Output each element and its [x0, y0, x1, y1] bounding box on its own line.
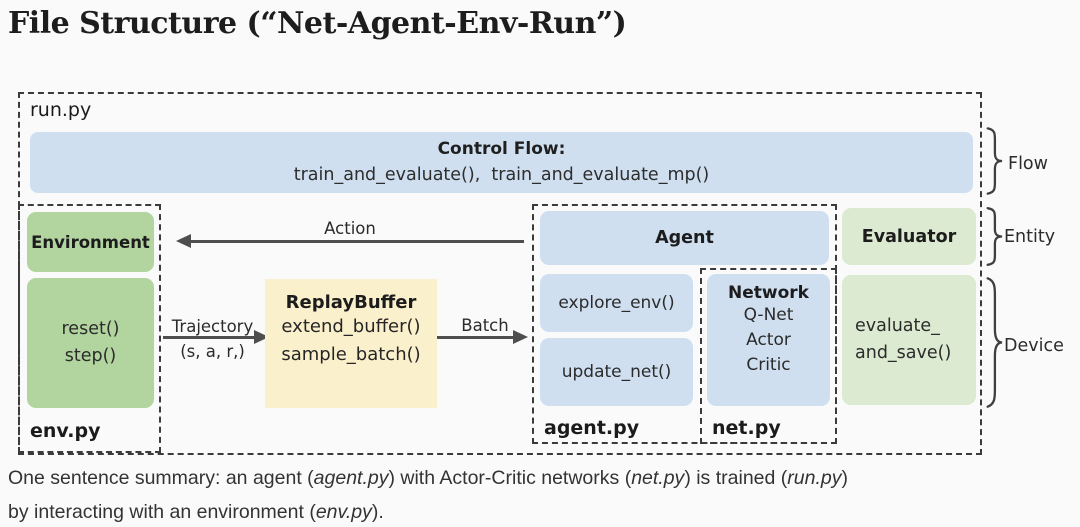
evaluator-method-box: evaluate_ and_save()	[842, 275, 976, 405]
run-module-label: run.py	[30, 99, 92, 121]
summary-seg: by interacting with an environment (	[8, 501, 316, 523]
action-arrow-line	[188, 240, 524, 243]
entity-brace-label: Entity	[1004, 227, 1056, 247]
flow-brace-label: Flow	[1008, 154, 1048, 174]
replay-buffer-title: ReplayBuffer	[285, 292, 417, 313]
env-method-step: step()	[64, 346, 117, 366]
replay-buffer-box: ReplayBuffer extend_buffer() sample_batc…	[265, 279, 437, 408]
environment-entity-box: Environment	[27, 212, 154, 272]
agent-method-update-box: update_net()	[540, 338, 693, 406]
page-title: File Structure (“Net-Agent-Env-Run”)	[8, 6, 627, 41]
control-flow-bar: Control Flow: train_and_evaluate(), trai…	[30, 132, 973, 193]
summary-seg: One sentence summary: an agent (	[8, 467, 314, 489]
replay-method-sample: sample_batch()	[281, 344, 421, 365]
control-flow-functions: train_and_evaluate(), train_and_evaluate…	[293, 165, 710, 186]
summary-seg: ).	[371, 501, 384, 523]
summary-line1: One sentence summary: an agent (agent.py…	[8, 461, 848, 495]
device-brace-label: Device	[1004, 336, 1064, 356]
action-arrow-head-icon	[176, 234, 191, 248]
agent-method-explore: explore_env()	[558, 292, 675, 313]
summary-seg: ) is trained (	[684, 467, 788, 489]
network-item-qnet: Q-Net	[743, 305, 794, 325]
flow-brace-icon	[985, 127, 1003, 195]
evaluator-entity-label: Evaluator	[861, 226, 957, 247]
network-entity-label: Network	[728, 283, 809, 303]
summary-seg: ) with Actor-Critic networks (	[388, 467, 632, 489]
summary-file-env: env.py	[315, 501, 372, 523]
network-item-critic: Critic	[746, 355, 791, 375]
environment-entity-label: Environment	[31, 232, 150, 252]
evaluator-entity-box: Evaluator	[842, 208, 976, 265]
env-method-reset: reset()	[61, 318, 120, 339]
agent-module-label: agent.py	[544, 417, 640, 439]
agent-method-update: update_net()	[561, 361, 672, 382]
batch-arrow-label: Batch	[461, 316, 509, 335]
batch-arrow-line	[437, 336, 515, 339]
agent-method-explore-box: explore_env()	[540, 274, 693, 332]
summary-text: One sentence summary: an agent (agent.py…	[8, 461, 848, 527]
agent-entity-box: Agent	[540, 211, 829, 265]
environment-methods-box: reset() step()	[27, 278, 154, 408]
entity-brace-icon	[985, 207, 1003, 266]
network-item-actor: Actor	[746, 330, 791, 350]
agent-entity-label: Agent	[655, 228, 714, 248]
env-module-box	[18, 204, 161, 453]
evaluator-method-line1: evaluate_	[855, 316, 940, 336]
env-module-label: env.py	[30, 420, 101, 442]
evaluator-method-line2: and_save()	[855, 343, 952, 363]
action-arrow-label: Action	[324, 219, 376, 238]
summary-seg: )	[841, 467, 848, 489]
net-module-box	[700, 268, 837, 444]
trajectory-arrow-label: Trajectory	[171, 317, 254, 336]
net-module-label: net.py	[712, 417, 781, 439]
summary-file-agent: agent.py	[313, 467, 389, 489]
summary-line2: by interacting with an environment (env.…	[8, 495, 848, 527]
control-flow-title: Control Flow:	[437, 138, 566, 159]
trajectory-arrow-line	[163, 336, 257, 339]
trajectory-tuple-label: (s, a, r,)	[180, 342, 245, 361]
network-entity-box: Network Q-Net Actor Critic	[707, 274, 830, 406]
replay-method-extend: extend_buffer()	[281, 316, 421, 337]
summary-file-net: net.py	[631, 467, 685, 489]
device-brace-icon	[985, 277, 1003, 408]
batch-arrow-head-icon	[513, 330, 528, 344]
summary-file-run: run.py	[787, 467, 842, 489]
